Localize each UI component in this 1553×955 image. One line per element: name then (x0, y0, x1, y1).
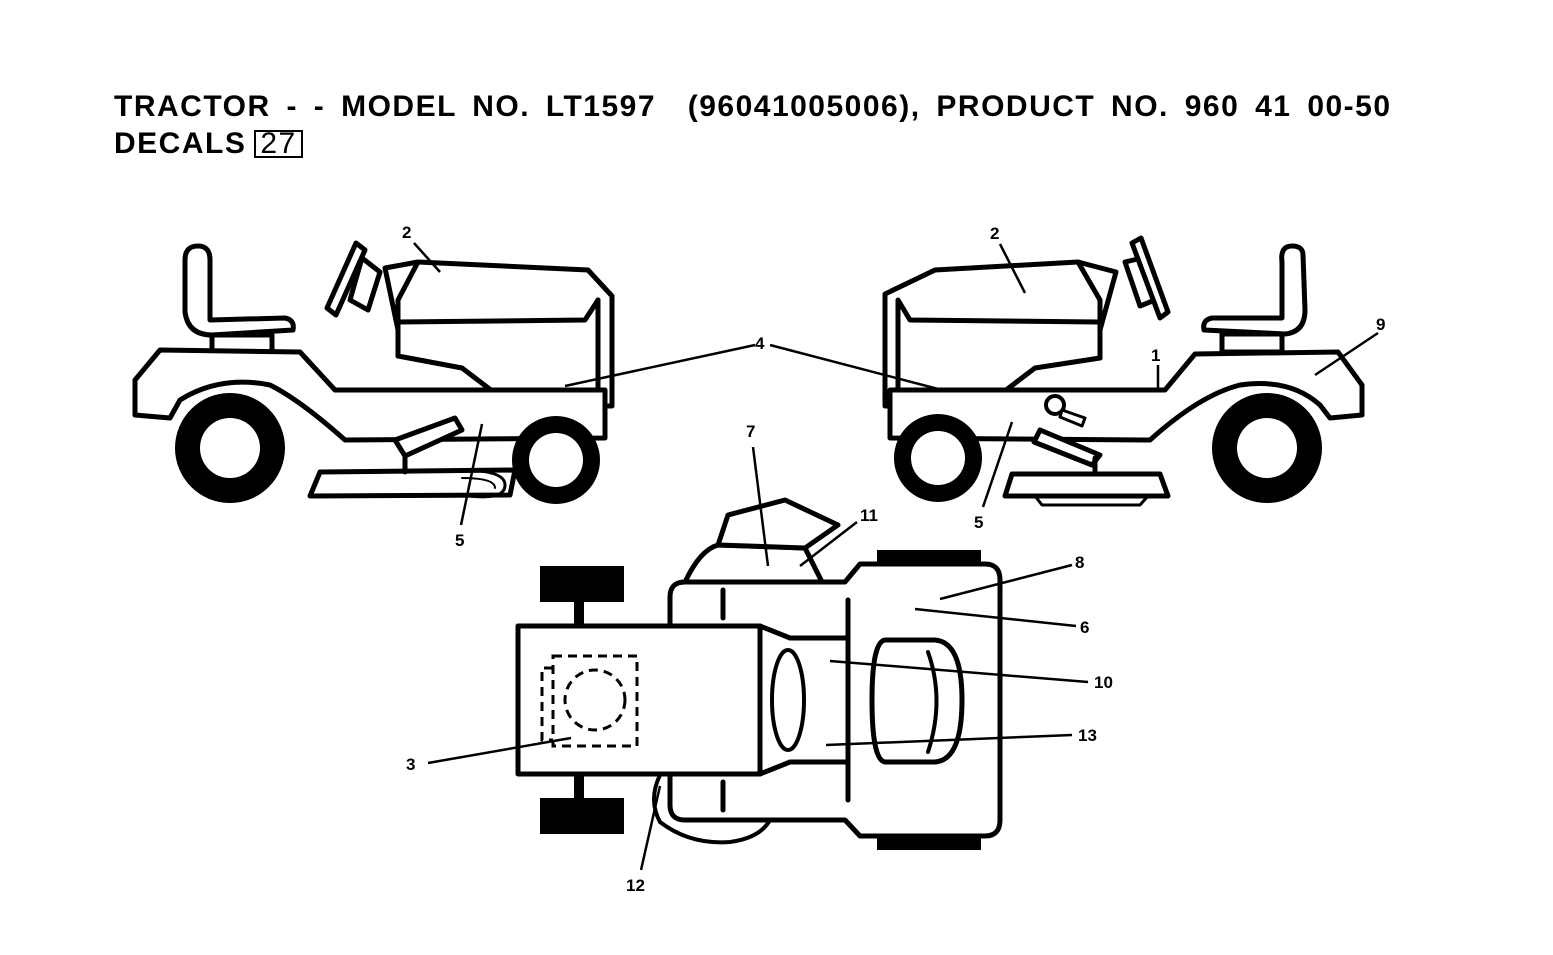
tractor-left-side-view (132, 240, 615, 504)
callout-5-right: 5 (974, 513, 983, 532)
callout-3: 3 (406, 755, 415, 774)
callout-11: 11 (860, 506, 878, 525)
figure-number-box: 27 (254, 129, 303, 159)
callout-9: 9 (1376, 315, 1385, 334)
callout-7: 7 (746, 422, 755, 441)
callout-2-right: 2 (990, 224, 999, 243)
diagram-title: TRACTOR - - MODEL NO. LT1597 (9604100500… (114, 90, 1392, 123)
callout-1: 1 (1151, 346, 1160, 365)
callout-12: 12 (626, 876, 645, 895)
section-label: DECALS (114, 127, 247, 160)
leader-lines (413, 242, 1379, 871)
callout-6: 6 (1080, 618, 1089, 637)
tractor-top-view (515, 497, 1003, 850)
callout-10: 10 (1094, 673, 1113, 692)
callout-4: 4 (755, 334, 765, 353)
callout-numbers: 2 2 4 1 9 5 5 7 11 8 6 10 13 3 12 (402, 223, 1385, 895)
tractor-right-side-view (882, 235, 1365, 507)
callout-13: 13 (1078, 726, 1097, 745)
callout-8: 8 (1075, 553, 1084, 572)
callout-2-left: 2 (402, 223, 411, 242)
callout-5-left: 5 (455, 531, 464, 550)
